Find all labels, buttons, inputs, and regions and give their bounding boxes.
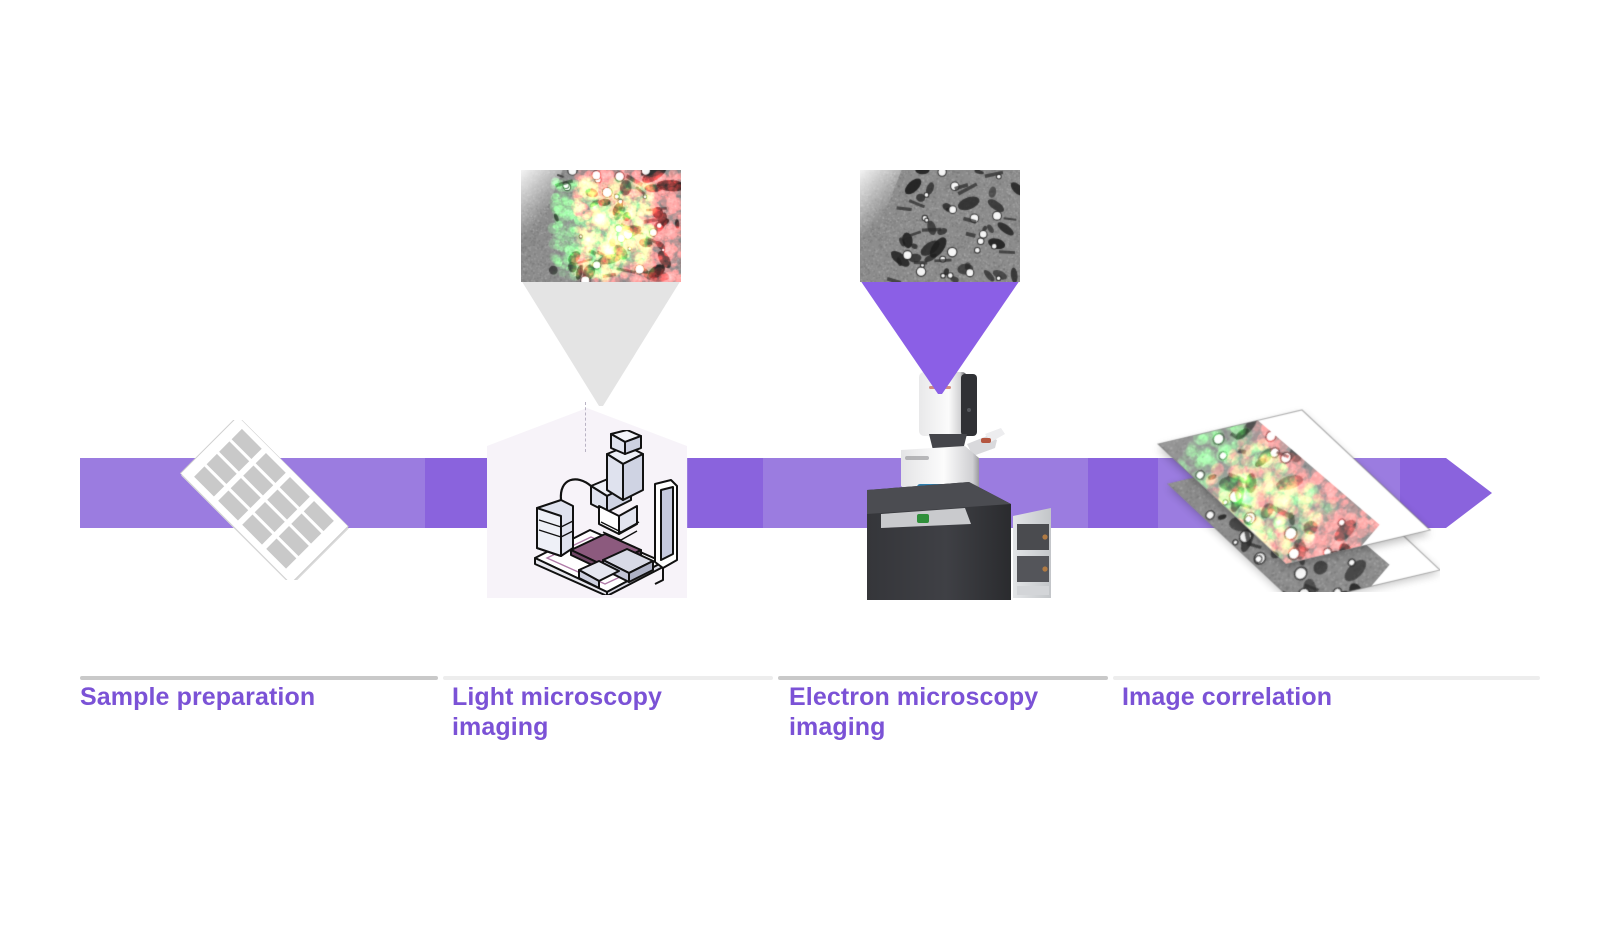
- band-segment-3: [688, 458, 763, 528]
- band-segment-5: [1088, 458, 1158, 528]
- light-microscopy-cone: [521, 280, 681, 406]
- label-line-1: Light microscopy: [452, 683, 662, 711]
- section-divider-image-correlation: [1113, 676, 1540, 680]
- step-label-electron-microscopy-imaging: Electron microscopy imaging: [789, 683, 1038, 742]
- label-line-2: imaging: [789, 712, 886, 741]
- label-line-2: imaging: [452, 712, 549, 741]
- step-label-light-microscopy-imaging: Light microscopy imaging: [452, 683, 662, 742]
- electron-microscopy-cone: [860, 280, 1020, 394]
- section-divider-sample-preparation: [80, 676, 438, 680]
- grid-slide-illustration: [179, 420, 349, 580]
- em-micrograph-inset: [860, 170, 1020, 282]
- correlated-image-layers: [1150, 392, 1440, 592]
- light-microscope-illustration: [534, 430, 678, 595]
- optical-axis-dashed-line: [585, 402, 586, 452]
- step-label-sample-preparation: Sample preparation: [80, 683, 316, 711]
- label-line-1: Electron microscopy: [789, 683, 1039, 711]
- step-label-image-correlation: Image correlation: [1122, 683, 1333, 711]
- electron-microscope-instrument: [867, 372, 1051, 600]
- section-divider-light-microscopy-imaging: [443, 676, 773, 680]
- section-divider-electron-microscopy-imaging: [778, 676, 1108, 680]
- fluorescence-micrograph-inset: [521, 170, 681, 282]
